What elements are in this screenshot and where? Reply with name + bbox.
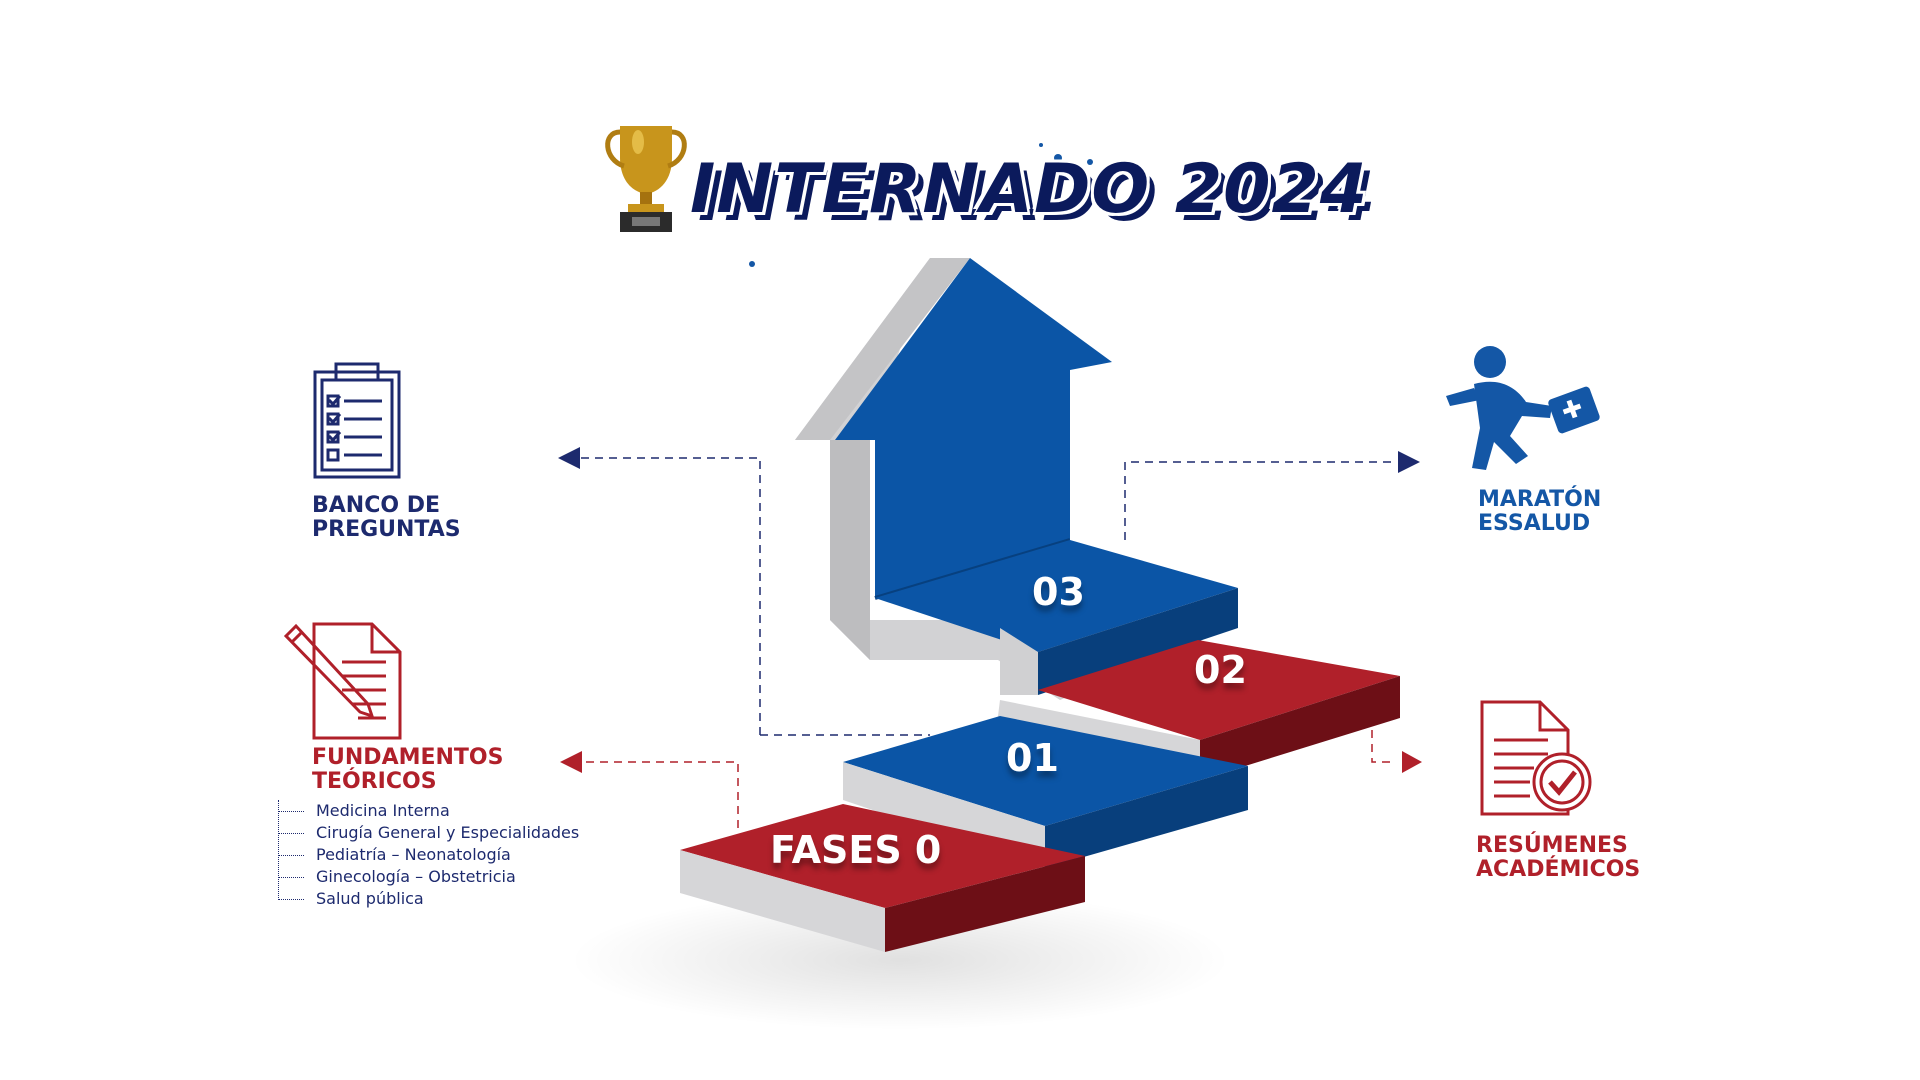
connector-maraton [1124,461,1395,540]
step-01-top [843,716,1248,826]
document-check-icon [1480,700,1592,816]
page-title: INTERNADO 2024 [690,150,1369,229]
maraton-label-line2: ESSALUD [1478,511,1591,536]
maraton-label-line1: MARATÓN [1478,487,1602,512]
step-02-top [1038,640,1400,740]
list-item: Medicina Interna [278,800,579,822]
resumenes-label-line1: RESÚMENES [1476,833,1628,858]
step-label-fases0: FASES 0 [770,828,942,872]
list-item: Ginecología – Obstetricia [278,866,579,888]
step-label-03: 03 [1032,570,1085,614]
arrow-front [835,258,1112,598]
fundamentos-label-line2: TEÓRICOS [312,769,437,794]
connector-resumenes [1371,730,1395,763]
connector-fundamentos [580,761,739,828]
banco-label: BANCO DE PREGUNTAS [312,494,461,542]
step-03-top [875,540,1238,652]
banco-label-line1: BANCO DE [312,493,441,518]
document-pencil-icon [283,622,402,740]
banco-label-line2: PREGUNTAS [312,517,461,542]
clipboard-checklist-icon [313,362,401,479]
runner-medkit-icon [1446,346,1600,470]
list-item: Pediatría – Neonatología [278,844,579,866]
step-fases0-top [680,804,1085,908]
list-item: Cirugía General y Especialidades [278,822,579,844]
topics-list: Medicina Interna Cirugía General y Espec… [278,800,579,910]
resumenes-label: RESÚMENES ACADÉMICOS [1476,834,1640,882]
fundamentos-label-line1: FUNDAMENTOS [312,745,504,770]
maraton-label: MARATÓN ESSALUD [1478,488,1601,536]
list-item: Salud pública [278,888,579,910]
step-label-01: 01 [1006,736,1059,780]
step-label-02: 02 [1194,648,1247,692]
resumenes-label-line2: ACADÉMICOS [1476,857,1641,882]
trophy-icon [605,126,687,232]
connector-banco [572,457,761,735]
fundamentos-label: FUNDAMENTOS TEÓRICOS [312,746,503,794]
